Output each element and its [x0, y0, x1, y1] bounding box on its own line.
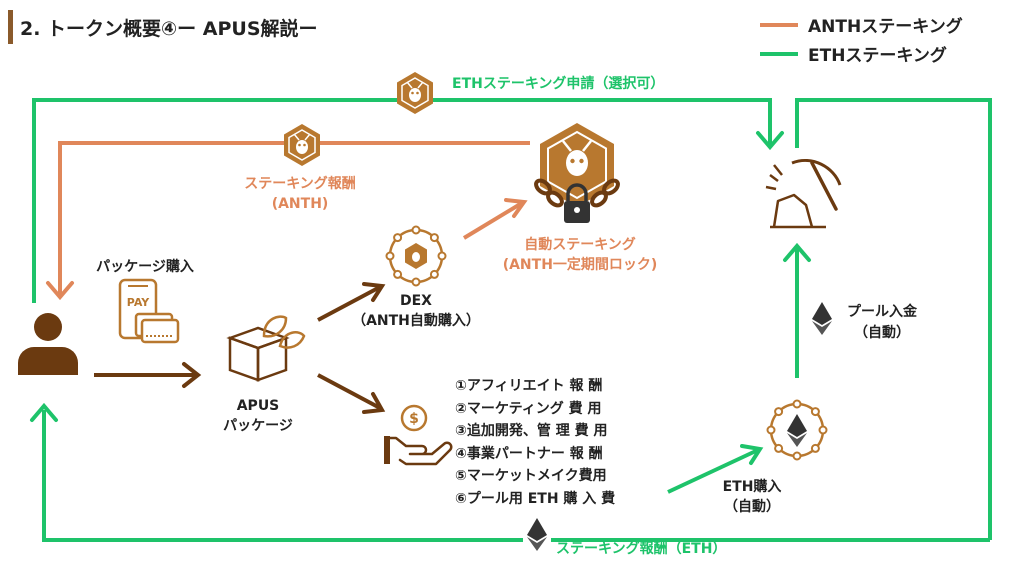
package-money-arrowhead [362, 392, 386, 414]
auto-staking-label: 自動ステーキング [524, 237, 636, 253]
pay-text: PAY [127, 296, 151, 309]
eth-reward-arrowhead [30, 402, 58, 422]
list-item: ⑤マーケットメイク費用 [455, 468, 607, 484]
payment-icon: PAY [118, 278, 180, 344]
locked-ant-icon [534, 123, 620, 223]
purchase-arrowhead [182, 362, 202, 388]
legend-eth-line [760, 52, 798, 56]
eth-purchase-arrowhead [740, 444, 764, 465]
list-item: ④事業パートナー 報 酬 [455, 445, 603, 462]
money-hand-icon: $ [384, 404, 453, 466]
apus-label: APUS [236, 398, 280, 414]
eth-request-arrowhead [756, 131, 784, 151]
eth-staking-request-label: ETHステーキング申請（選択可） [448, 75, 669, 94]
user-icon [18, 313, 78, 375]
package-purchase-label: パッケージ購入 [96, 259, 194, 275]
dex-label: DEX [400, 293, 432, 309]
page-title: 2. トークン概要④ー APUS解説ー [20, 18, 318, 40]
eth-network-icon [766, 399, 828, 461]
ant-badge-icon [397, 72, 433, 114]
list-item: ①アフィリエイト 報 酬 [455, 378, 603, 394]
apus-sub-label: パッケージ [223, 418, 293, 434]
eth-reward-line [42, 410, 990, 542]
legend-anth-label: ANTHステーキング [808, 17, 963, 37]
pool-deposit-label: プール入金 [847, 304, 917, 320]
legend-eth-label: ETHステーキング [808, 46, 947, 66]
anth-reward-arrowhead [46, 281, 74, 301]
list-item: ⑥プール用 ETH 購 入 費 [455, 490, 616, 507]
pool-deposit-sub-label: （自動） [854, 325, 910, 341]
eth-icon [812, 302, 832, 335]
auto-staking-lock-label: (ANTH一定期間ロック) [502, 257, 658, 273]
list-item: ③追加開発、管 理 費 用 [455, 423, 608, 439]
package-icon [226, 315, 306, 382]
package-money-line [317, 373, 381, 410]
eth-icon [523, 514, 551, 554]
ant-badge-icon [284, 124, 320, 166]
eth-purchase-line [667, 448, 759, 494]
eth-right-line [795, 98, 992, 540]
anth-stake-arrowhead [504, 198, 528, 218]
dollar-symbol: $ [409, 411, 419, 427]
anth-stake-line [462, 201, 524, 240]
list-item: ②マーケティング 費 用 [455, 400, 602, 417]
eth-purchase-sub-label: （自動） [724, 499, 780, 515]
package-dex-arrowhead [362, 282, 386, 302]
staking-reward-eth-label: ステーキング報酬（ETH） [556, 541, 727, 557]
legend-anth-line [760, 23, 798, 27]
package-dex-line [317, 285, 381, 322]
dex-sub-label: （ANTH自動購入） [352, 313, 480, 329]
staking-reward-anth-unit: (ANTH) [271, 196, 329, 212]
mining-icon [765, 158, 842, 229]
dex-network-icon [385, 225, 447, 287]
eth-purchase-label: ETH購入 [722, 479, 782, 495]
pool-deposit-arrowhead [783, 242, 811, 262]
anth-reward-line [58, 141, 530, 295]
allocation-list: ①アフィリエイト 報 酬 ②マーケティング 費 用 ③追加開発、管 理 費 用 … [455, 375, 615, 510]
staking-reward-anth-label: ステーキング報酬 [244, 176, 356, 192]
title-accent-bar [8, 10, 13, 44]
